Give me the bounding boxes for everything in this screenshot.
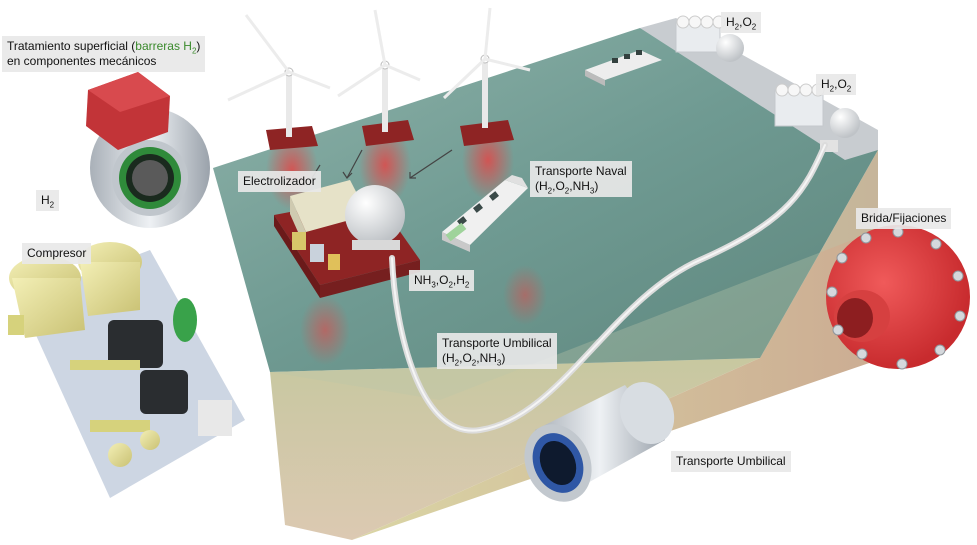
storage-tanks-top: [675, 15, 744, 62]
turbine-arrows: [311, 149, 453, 179]
compressor-label: Compresor: [22, 243, 92, 264]
platform-storage-sphere: [345, 185, 405, 245]
storage-tanks-mid: [774, 83, 860, 152]
flange-component: [826, 225, 970, 370]
sea-top-surface: [213, 28, 878, 372]
naval-transport-label: Transporte Naval (H2,O2,NH3): [530, 161, 632, 197]
surface-treatment-label: Tratamiento superficial (barreras H2) en…: [2, 36, 206, 72]
storage-mid-label: H2,O2: [816, 74, 857, 95]
umbilical-transport-label: Transporte Umbilical (H2,O2,NH3): [437, 333, 557, 369]
flange-bolts: [826, 226, 966, 370]
wind-turbine-1: [227, 14, 331, 150]
docked-ship: [585, 50, 662, 86]
umbilical-pipes: [389, 142, 828, 434]
storage-top-label: H2,O2: [721, 12, 762, 33]
platform-gases-label: NH3,O2,H2: [409, 270, 475, 291]
flange-label: Brida/Fijaciones: [856, 208, 952, 229]
sea-front-face: [270, 358, 760, 540]
surface-treated-component: [86, 72, 210, 228]
wind-turbine-2: [337, 9, 421, 146]
electrolyzer-label: Electrolizador: [238, 171, 321, 192]
umbilical-cross-section-label: Transporte Umbilical: [671, 451, 791, 472]
sea-inner-shade: [270, 150, 878, 400]
umbilical-cross-section: [524, 381, 675, 502]
naval-transport-ship: [442, 175, 528, 252]
h2-label: H2: [36, 190, 60, 211]
wind-turbine-3: [442, 7, 531, 146]
compressor-assembly: [8, 242, 245, 498]
sea-right-face: [352, 150, 878, 540]
